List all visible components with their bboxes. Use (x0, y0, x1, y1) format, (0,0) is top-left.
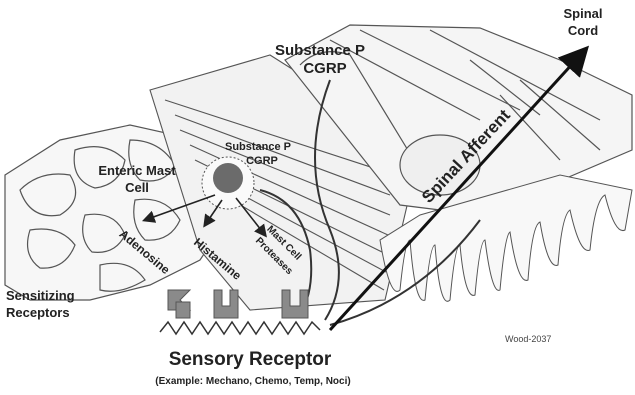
label-sensitizing-2: Receptors (6, 305, 70, 320)
label-credit: Wood-2037 (505, 334, 551, 344)
label-example: (Example: Mechano, Chemo, Temp, Noci) (155, 376, 350, 387)
label-sensitizing-1: Sensitizing (6, 288, 75, 303)
label-enteric-mast-2: Cell (125, 180, 149, 195)
label-spinal-cord-1: Spinal (563, 6, 602, 21)
label-substance-p-mast: Substance P (225, 141, 291, 153)
sensory-receptor-zigzag (160, 322, 320, 334)
label-substance-p-top: Substance P (275, 42, 365, 59)
label-cgrp-top: CGRP (303, 60, 346, 77)
label-spinal-cord-2: Cord (568, 23, 598, 38)
label-sensory-receptor: Sensory Receptor (169, 349, 332, 370)
label-cgrp-mast: CGRP (246, 155, 278, 167)
label-enteric-mast-1: Enteric Mast (98, 163, 176, 178)
sensitizing-receptors (168, 290, 308, 318)
